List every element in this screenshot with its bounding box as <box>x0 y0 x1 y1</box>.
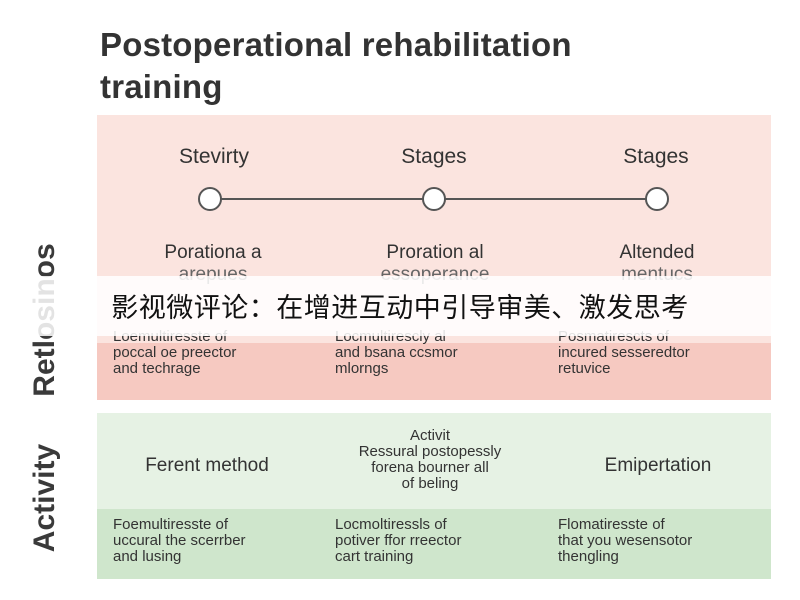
activity-detail-2-line-2: potiver ffor rreector <box>335 532 462 549</box>
stage-header-2: Stages <box>401 145 467 168</box>
top-detail-3: Posmatirescts of incured sesseredtor ret… <box>558 329 768 377</box>
bottom-panel-detail-band <box>97 509 771 579</box>
activity-detail-2-line-3: cart training <box>335 548 414 565</box>
activity-cell-2: Activit Ressural postopessly forena bour… <box>325 428 535 492</box>
activity-detail-1-line-1: Foemultiresste of <box>113 516 229 533</box>
stage-header-3: Stages <box>623 145 689 168</box>
timeline-dot-1 <box>198 187 222 211</box>
top-detail-2-line-2: and bsana ccsmor <box>335 344 458 361</box>
top-detail-1-line-3: and techrage <box>113 360 201 377</box>
caption-banner-text: 影视微评论：在增进互动中引导审美、激发思考 <box>111 293 689 324</box>
activity-cell-2-line-4: of beling <box>401 475 459 492</box>
top-cell-2-line-1: Proration al <box>386 242 484 263</box>
activity-cell-1: Ferent method <box>145 455 269 476</box>
activity-detail-1: Foemultiresste of uccural the scerrber a… <box>113 517 323 565</box>
top-cell-1-line-1: Porationa a <box>164 242 262 263</box>
activity-detail-3: Flomatiresste of that you wesensotor the… <box>558 517 768 565</box>
top-detail-1-line-2: poccal oe preector <box>113 344 237 361</box>
stage-header-1: Stevirty <box>178 145 249 168</box>
top-detail-3-line-3: retuvice <box>558 360 611 377</box>
top-panel <box>97 115 771 400</box>
top-detail-2-line-3: mlorngs <box>335 360 389 377</box>
caption-banner <box>0 276 800 336</box>
timeline-dot-3 <box>645 187 669 211</box>
activity-cell-2-line-2: Ressural postopessly <box>358 443 502 460</box>
top-detail-2: Locmultirescly al and bsana ccsmor mlorn… <box>335 329 545 377</box>
activity-detail-3-line-1: Flomatiresste of <box>558 516 665 533</box>
activity-detail-2: Locmoltiressls of potiver ffor rreector … <box>335 517 545 565</box>
activity-cell-3: Emipertation <box>604 455 712 476</box>
activity-detail-3-line-3: thengling <box>558 548 619 565</box>
top-panel-detail-band <box>97 343 771 400</box>
activity-cell-2-line-3: forena bourner all <box>371 459 489 476</box>
top-cell-3-line-1: Altended <box>619 242 695 263</box>
activity-detail-1-line-3: and lusing <box>113 548 182 565</box>
diagram-title: Postoperational rehabilitation training <box>100 24 750 108</box>
timeline-dot-2 <box>422 187 446 211</box>
top-detail-3-line-2: incured sesseredtor <box>558 344 690 361</box>
activity-detail-1-line-2: uccural the scerrber <box>113 532 246 549</box>
activity-detail-3-line-2: that you wesensotor <box>558 532 693 549</box>
title-line-1: Postoperational rehabilitation <box>100 26 572 63</box>
top-detail-1: Loemultiresste of poccal oe preector and… <box>113 329 323 377</box>
activity-detail-2-line-1: Locmoltiressls of <box>335 516 447 533</box>
title-line-2: training <box>100 68 223 105</box>
side-label-bottom: Activity <box>28 443 61 553</box>
bottom-panel <box>97 413 771 579</box>
activity-cell-2-line-1: Activit <box>409 427 450 444</box>
